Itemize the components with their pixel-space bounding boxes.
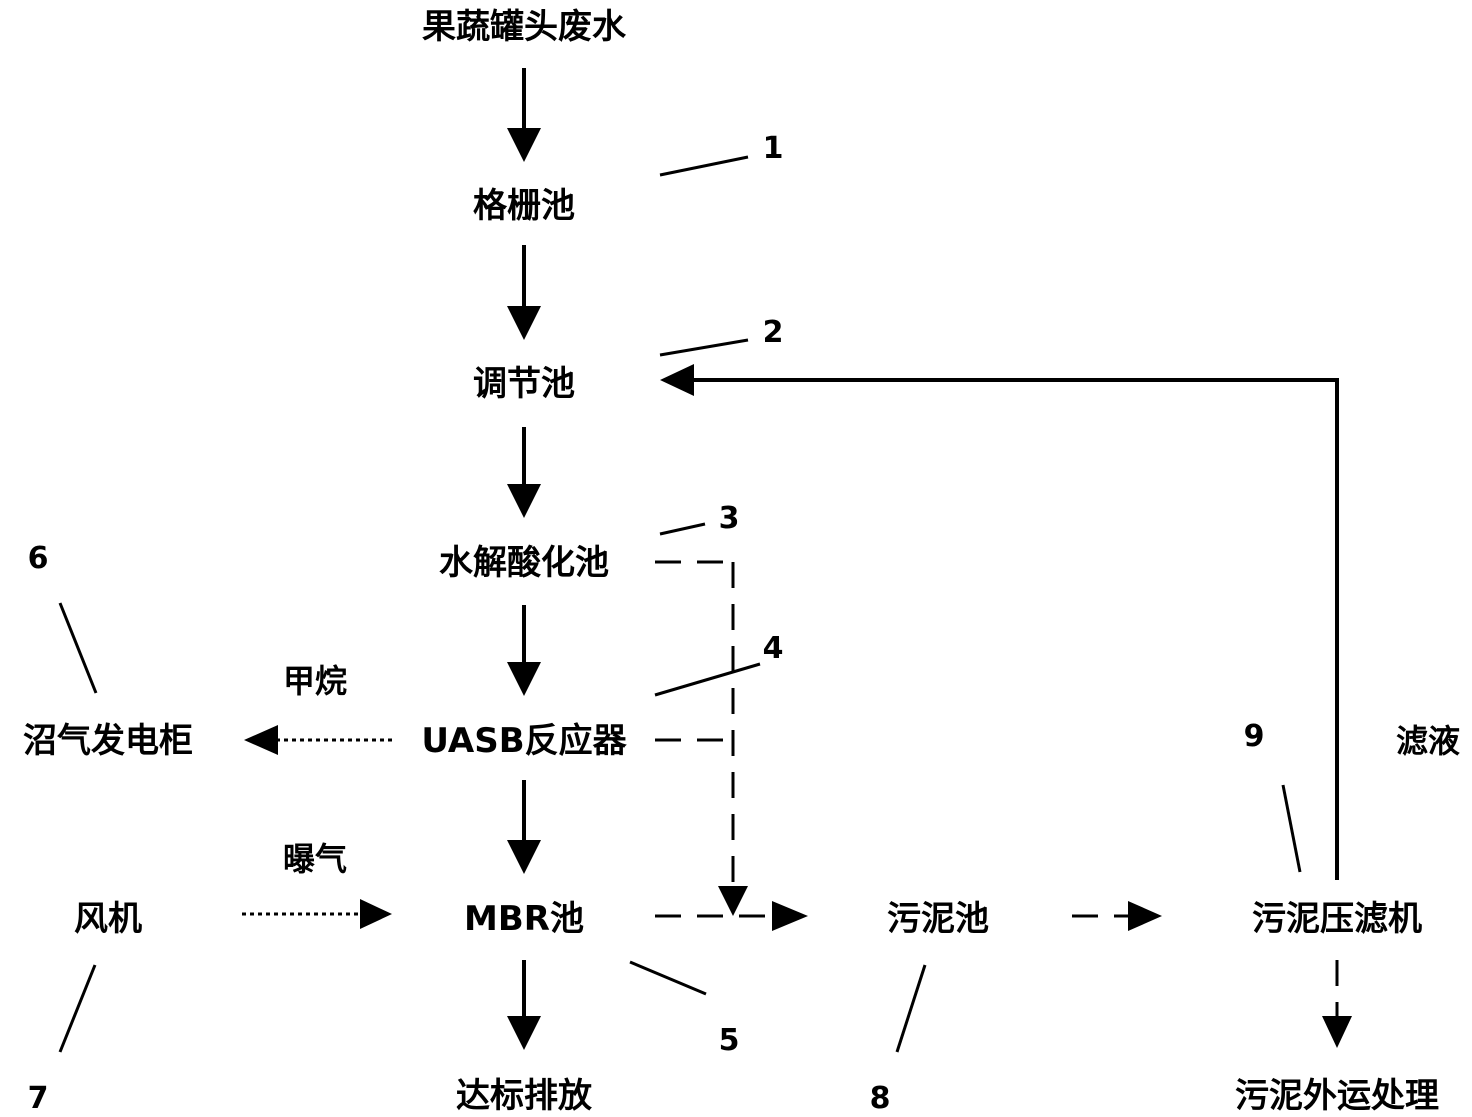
- node-wastewater: 果蔬罐头废水: [422, 7, 627, 47]
- node-sludge-disposal: 污泥外运处理: [1235, 1076, 1439, 1116]
- node-grid-tank: 格栅池: [473, 186, 575, 226]
- arrow-grid-to-regulating: [507, 245, 541, 340]
- callout-3: 3: [719, 501, 740, 536]
- callout-8: 8: [870, 1081, 891, 1116]
- callout-4: 4: [763, 631, 784, 666]
- arrow-wastewater-to-grid: [507, 68, 541, 162]
- leader-6: [58, 602, 98, 694]
- leader-5: [629, 960, 707, 996]
- leader-3: [659, 522, 706, 536]
- leader-1: [659, 155, 749, 177]
- callout-2: 2: [763, 315, 784, 350]
- node-filter-press: 污泥压滤机: [1252, 899, 1422, 939]
- dashed-sludge-vertical: [718, 562, 748, 916]
- leader-4: [654, 662, 761, 697]
- arrow-regulating-to-hydrolysis: [507, 427, 541, 518]
- arrow-uasb-to-mbr: [507, 780, 541, 874]
- node-biogas-generator: 沼气发电柜: [23, 721, 193, 761]
- callout-5: 5: [719, 1023, 740, 1058]
- arrow-methane-to-generator: [244, 725, 392, 755]
- edge-label-methane: 甲烷: [283, 662, 347, 700]
- leader-7: [58, 964, 97, 1053]
- node-sludge-tank: 污泥池: [887, 899, 989, 939]
- dashed-sludge-tank-to-press: [1072, 901, 1162, 931]
- leader-8: [895, 964, 927, 1053]
- arrow-mbr-to-discharge: [507, 960, 541, 1050]
- callout-1: 1: [763, 131, 784, 166]
- dashed-mbr-to-sludge-tank: [655, 901, 808, 931]
- node-hydrolysis-tank: 水解酸化池: [439, 543, 609, 583]
- leader-9: [1281, 784, 1302, 873]
- leader-2: [659, 338, 749, 357]
- callout-7: 7: [28, 1081, 49, 1116]
- dashed-press-to-disposal: [1322, 960, 1352, 1048]
- arrow-filtrate-return: [660, 364, 1339, 880]
- node-mbr-tank: MBR池: [464, 899, 584, 939]
- node-blower: 风机: [74, 899, 142, 939]
- node-uasb-reactor: UASB反应器: [421, 721, 627, 761]
- node-discharge: 达标排放: [456, 1076, 592, 1116]
- edge-label-filtrate: 滤液: [1396, 722, 1460, 760]
- arrow-hydrolysis-to-uasb: [507, 605, 541, 696]
- arrow-aeration-to-mbr: [242, 899, 392, 929]
- node-regulating-tank: 调节池: [473, 364, 575, 404]
- callout-6: 6: [28, 541, 49, 576]
- edge-label-aeration: 曝气: [283, 840, 347, 878]
- callout-9: 9: [1244, 719, 1265, 754]
